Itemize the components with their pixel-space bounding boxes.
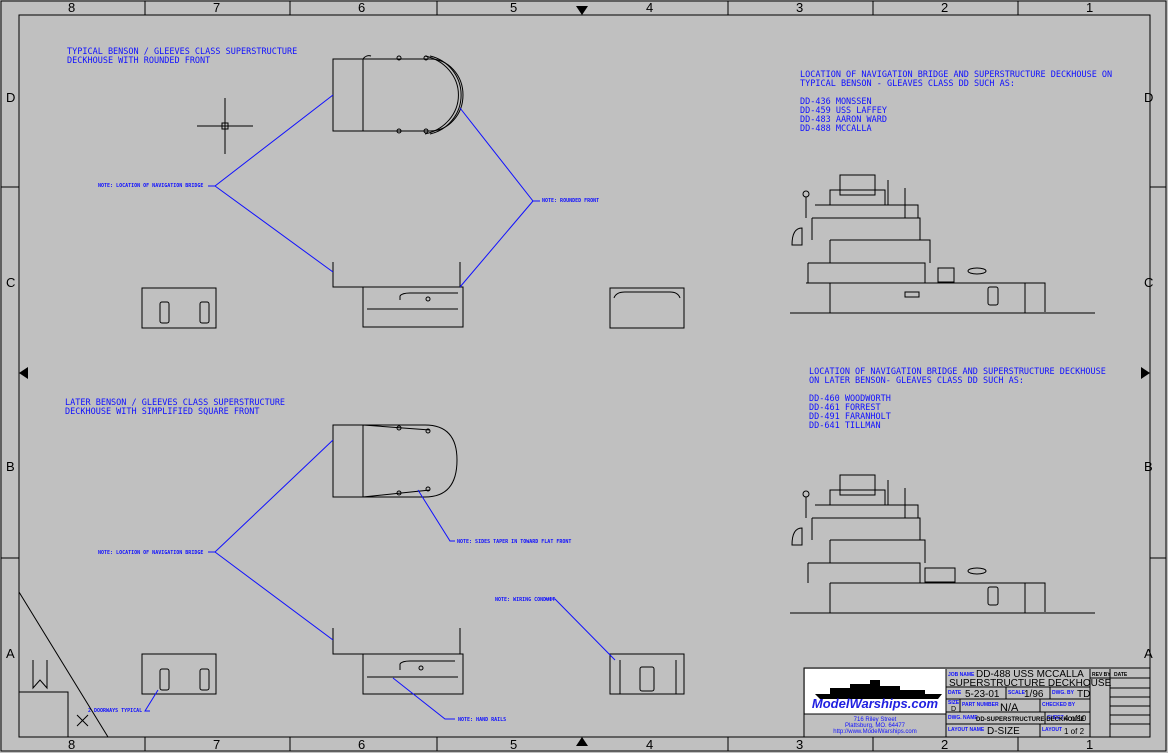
list-item: DD-491 FARANHOLT — [809, 412, 891, 422]
job-name: SUPERSTRUCTURE DECKHOUSE — [949, 678, 1112, 689]
dwg-name-value: DD-SUPERSTRUCTURE-DECKHOUSE — [976, 717, 1085, 723]
list-item: DD-436 MONSSEN — [800, 97, 872, 107]
column-label: 5 — [510, 0, 517, 15]
column-label: 4 — [646, 737, 653, 752]
column-label: 4 — [646, 0, 653, 15]
note-label: NOTE: WIRING CONDUIT — [495, 597, 555, 603]
part-number-value: N/A — [1000, 702, 1019, 714]
list-title: TYPICAL BENSON - GLEAVES CLASS DD SUCH A… — [800, 79, 1015, 89]
column-label: 8 — [68, 737, 75, 752]
column-label: 1 — [1086, 737, 1093, 752]
row-label: A — [1144, 646, 1153, 661]
column-label: 2 — [941, 0, 948, 15]
list-title: LOCATION OF NAVIGATION BRIDGE AND SUPERS… — [809, 367, 1106, 377]
website-link[interactable]: http://www.ModelWarships.com — [833, 729, 916, 735]
sheet-value: 4 of10 — [1064, 714, 1087, 723]
deckhouse-rounded-front-elevation — [141, 262, 685, 329]
list-item: DD-460 WOODWORTH — [809, 394, 891, 404]
column-label: 8 — [68, 0, 75, 15]
row-label: D — [1144, 90, 1153, 105]
list-title: ON LATER BENSON- GLEAVES CLASS DD SUCH A… — [809, 376, 1024, 386]
note-label: NOTE: LOCATION OF NAVIGATION BRIDGE — [98, 550, 203, 556]
field-label: LAYOUT NAME — [948, 727, 985, 733]
dwg-by-value: TD — [1077, 689, 1090, 700]
list-item: DD-488 MCCALLA — [800, 124, 872, 134]
list-item: DD-483 AARON WARD — [800, 115, 887, 125]
column-label: 6 — [358, 737, 365, 752]
field-label: CHECKED BY — [1042, 702, 1076, 708]
field-label: DWG. BY — [1052, 690, 1075, 696]
column-label: 7 — [213, 737, 220, 752]
view-title: DECKHOUSE WITH ROUNDED FRONT — [67, 56, 210, 66]
deckhouse-rounded-front-plan — [332, 55, 464, 135]
layout-value: 1 of 2 — [1064, 727, 1085, 736]
row-label: B — [1144, 459, 1153, 474]
row-label: A — [6, 646, 15, 661]
address-line: 716 Riley Street — [854, 717, 897, 723]
layout-name-value: D-SIZE — [987, 726, 1020, 737]
column-label: 6 — [358, 0, 365, 15]
view-title: TYPICAL BENSON / GLEEVES CLASS SUPERSTRU… — [67, 47, 297, 57]
row-label: B — [6, 459, 15, 474]
column-label: 1 — [1086, 0, 1093, 15]
list-item: DD-461 FORREST — [809, 403, 881, 413]
field-label: DATE — [1114, 672, 1128, 678]
top-right-ship-list: LOCATION OF NAVIGATION BRIDGE AND SUPERS… — [800, 70, 1112, 134]
deckhouse-square-front-elevation — [141, 628, 685, 695]
leader-lines-bottom — [144, 439, 616, 720]
note-label: NOTE: LOCATION OF NAVIGATION BRIDGE — [98, 183, 203, 189]
column-label: 5 — [510, 737, 517, 752]
column-label: 2 — [941, 737, 948, 752]
row-label: C — [1144, 275, 1153, 290]
field-label: SIZE — [948, 700, 960, 706]
deckhouse-square-front-plan — [332, 424, 458, 498]
view-title: LATER BENSON / GLEEVES CLASS SUPERSTRUCT… — [65, 398, 285, 408]
row-label: D — [6, 90, 15, 105]
list-title: LOCATION OF NAVIGATION BRIDGE AND SUPERS… — [800, 70, 1112, 80]
field-label: DWG. NAME — [948, 715, 978, 721]
note-label: NOTE: SIDES TAPER IN TOWARD FLAT FRONT — [457, 539, 571, 545]
center-arrow-icons — [19, 6, 1150, 746]
field-label: SCALE — [1008, 690, 1026, 696]
ucs-triangle-icon — [18, 591, 109, 738]
note-label: NOTE: ROUNDED FRONT — [542, 198, 599, 204]
bottom-right-ship-list: LOCATION OF NAVIGATION BRIDGE AND SUPERS… — [809, 367, 1106, 431]
address-line: Plattsburg, MO. 64477 — [845, 723, 906, 729]
field-label: PART NUMBER — [962, 702, 999, 708]
note-label: NOTE: HAND RAILS — [458, 717, 506, 723]
column-label: 3 — [796, 737, 803, 752]
ship-superstructure-elevation-top — [790, 174, 1095, 314]
column-label: 3 — [796, 0, 803, 15]
field-label: DATE — [948, 690, 962, 696]
list-item: DD-641 TILLMAN — [809, 421, 881, 431]
leader-lines-top — [208, 94, 540, 288]
scale-value: 1/96 — [1024, 689, 1044, 700]
field-label: LAYOUT — [1042, 727, 1062, 733]
brand-logo: ModelWarships.com — [812, 696, 939, 711]
field-label: JOB NAME — [948, 672, 975, 678]
field-label: REV BY — [1092, 672, 1111, 678]
field-label: SHEET — [1047, 715, 1064, 721]
job-name: DD-488 USS MCCALLA — [976, 669, 1084, 680]
row-label: C — [6, 275, 15, 290]
size-value: D — [951, 706, 956, 713]
column-label: 7 — [213, 0, 220, 15]
note-label: 2 DOORWAYS TYPICAL — [88, 708, 142, 714]
list-item: DD-459 USS LAFFEY — [800, 106, 887, 116]
ship-superstructure-elevation-bottom — [790, 474, 1095, 614]
crosshair-cursor-icon — [197, 98, 253, 154]
date-value: 5-23-01 — [965, 689, 1000, 700]
title-block: ModelWarships.com JOB NAME DATE SCALE DW… — [803, 667, 1151, 738]
view-title: DECKHOUSE WITH SIMPLIFIED SQUARE FRONT — [65, 407, 259, 417]
warship-silhouette-logo — [815, 680, 942, 699]
